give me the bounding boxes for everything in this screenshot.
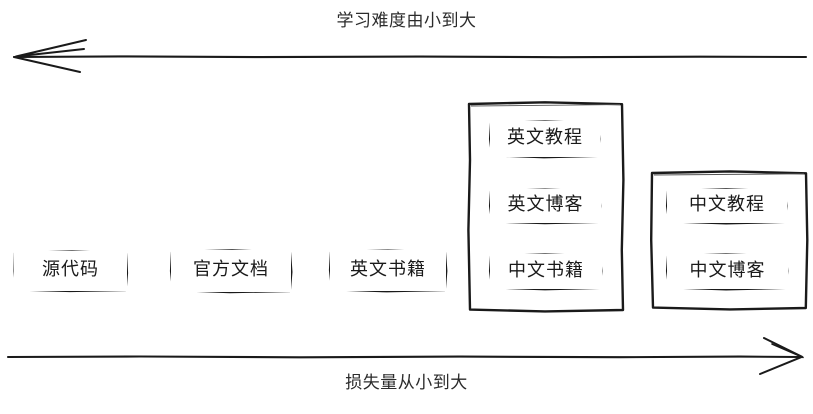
node-chinese-books[interactable]: 中文书籍	[490, 254, 602, 289]
node-chinese-blog-label: 中文博客	[689, 259, 766, 281]
node-english-tutorial-label: 英文教程	[507, 127, 583, 148]
node-source-code-label: 源代码	[42, 259, 99, 280]
node-english-blog[interactable]: 英文博客	[490, 189, 601, 223]
node-chinese-tutorial[interactable]: 中文教程	[667, 189, 787, 223]
node-chinese-tutorial-label: 中文教程	[689, 194, 765, 215]
node-english-books[interactable]: 英文书籍	[330, 250, 446, 291]
node-english-books-label: 英文书籍	[350, 258, 426, 280]
node-official-docs[interactable]: 官方文档	[171, 250, 291, 292]
bottom-axis-label: 损失量从小到大	[345, 373, 468, 393]
node-chinese-blog[interactable]: 中文博客	[667, 254, 788, 289]
node-english-blog-label: 英文博客	[507, 194, 584, 215]
node-english-tutorial[interactable]: 英文教程	[490, 121, 600, 157]
node-chinese-books-label: 中文书籍	[508, 259, 584, 281]
node-source-code[interactable]: 源代码	[14, 251, 127, 291]
node-official-docs-label: 官方文档	[193, 259, 269, 280]
top-axis-label: 学习难度由小到大	[336, 11, 477, 31]
